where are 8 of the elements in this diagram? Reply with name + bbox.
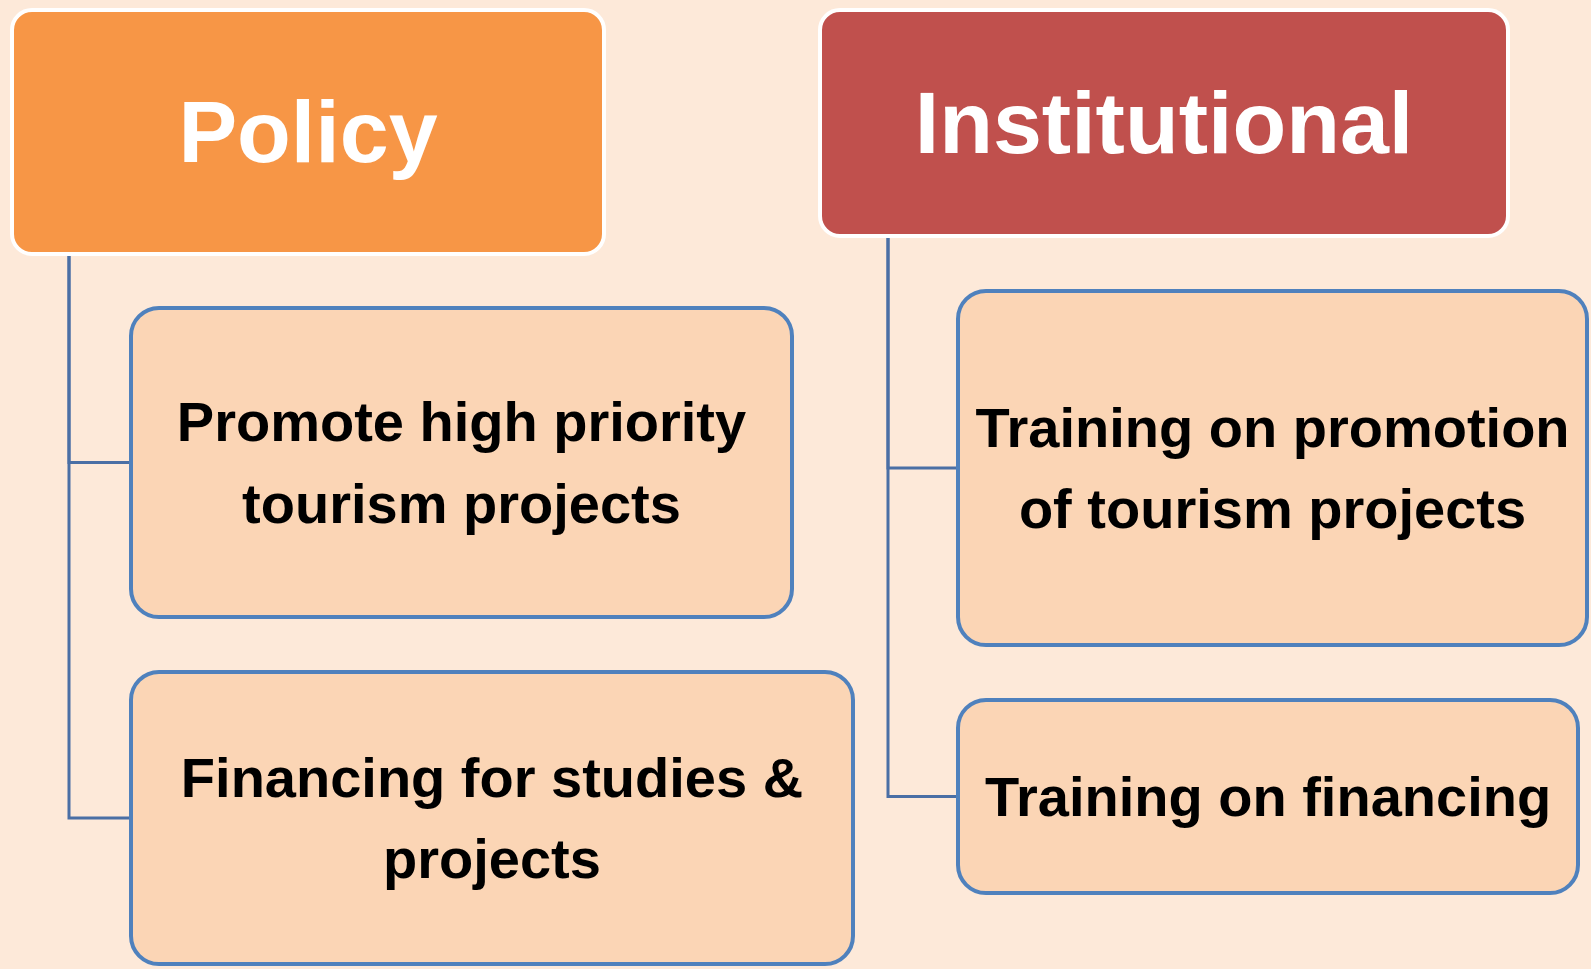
item-box: Promote high priority tourism projects (129, 306, 794, 619)
connector-line (67, 256, 129, 820)
item-box: Financing for studies & projects (129, 670, 855, 966)
category-header-box: Institutional (818, 8, 1510, 238)
category-header-box: Policy (10, 8, 606, 256)
item-box: Training on promotion of tourism projects (956, 289, 1589, 647)
connector-line (886, 238, 956, 798)
item-box: Training on financing (956, 698, 1580, 895)
